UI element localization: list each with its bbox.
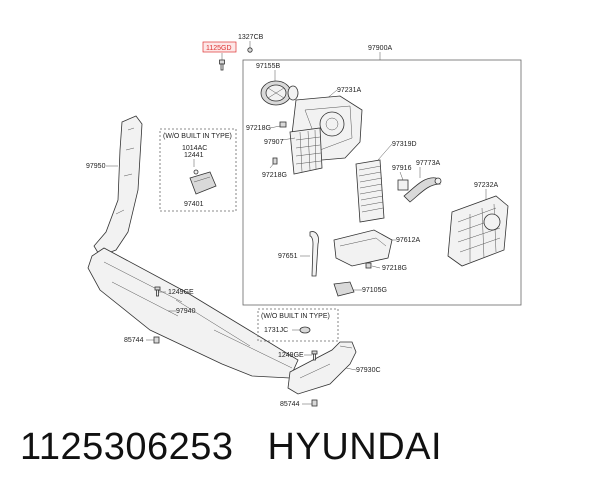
hose-97773a: [403, 177, 441, 203]
clip-97218g-a: [279, 121, 287, 128]
label-97231a: 97231A: [337, 87, 361, 94]
brand-name: HYUNDAI: [267, 426, 443, 468]
blower-motor-97155b: [260, 80, 299, 106]
caption: 1125306253 HYUNDAI: [20, 426, 442, 469]
duct-97950: [93, 115, 143, 257]
tube-97651: [309, 231, 319, 277]
fastener-85744-b: [311, 399, 318, 407]
part-number: 1125306253: [20, 426, 234, 468]
label-1731jc: 1731JC: [264, 327, 288, 334]
label-1125gd: 1125GD: [206, 45, 232, 52]
heater-core-97319d: [355, 159, 385, 223]
label-97232a: 97232A: [474, 182, 498, 189]
label-97218g-b: 97218G: [262, 172, 287, 179]
label-12441: 12441: [184, 152, 204, 159]
label-97950: 97950: [86, 163, 106, 170]
label-97900a: 97900A: [368, 45, 392, 52]
screw-1125gd: [219, 59, 225, 71]
fastener-85744-a: [153, 336, 160, 344]
label-97651: 97651: [278, 253, 298, 260]
resistor-97401: [189, 169, 217, 195]
label-97105g: 97105G: [362, 287, 387, 294]
assembly-frame-97900a: [242, 59, 522, 306]
clip-1731jc: [299, 326, 311, 334]
grommet-97105g: [333, 281, 355, 297]
label-1327cb: 1327CB: [238, 34, 264, 41]
label-97155b: 97155B: [256, 63, 280, 70]
clip-97218g-c: [365, 262, 372, 269]
label-1014ac: 1014AC: [182, 145, 207, 152]
option-box-wo-built-in-2: [257, 308, 339, 342]
label-97907: 97907: [264, 139, 284, 146]
label-97612a: 97612A: [396, 237, 420, 244]
label-1249ge-b: 1249GE: [278, 352, 304, 359]
tray-97612a: [333, 229, 393, 267]
label-97319d: 97319D: [392, 141, 417, 148]
label-97218g-a: 97218G: [246, 125, 271, 132]
screw-1327cb: [247, 47, 253, 53]
label-97916: 97916: [392, 165, 412, 172]
label-97940: 97940: [176, 308, 196, 315]
filter-grid: [289, 127, 323, 175]
parts-diagram: 1125GD 1327CB 97900A 97155B 97231A 97218…: [86, 34, 522, 408]
label-97401: 97401: [184, 201, 204, 208]
highlight-box-1125gd: [202, 41, 237, 53]
side-cover-97232a: [447, 195, 509, 267]
label-85744-b: 85744: [280, 401, 300, 408]
option-title-1: (W/O BUILT IN TYPE): [163, 133, 232, 140]
clip-1249ge-b: [311, 350, 318, 361]
label-97218g-c: 97218G: [382, 265, 407, 272]
label-1249ge-a: 1249GE: [168, 289, 194, 296]
clip-1249ge-a: [154, 286, 161, 297]
label-85744-a: 85744: [124, 337, 144, 344]
option-title-2: (W/O BUILT IN TYPE): [261, 313, 330, 320]
clip-97218g-b: [272, 157, 278, 165]
label-97773a: 97773A: [416, 160, 440, 167]
option-box-wo-built-in-1: [159, 128, 237, 212]
sensor-97916: [397, 179, 409, 191]
label-97930c: 97930C: [356, 367, 381, 374]
